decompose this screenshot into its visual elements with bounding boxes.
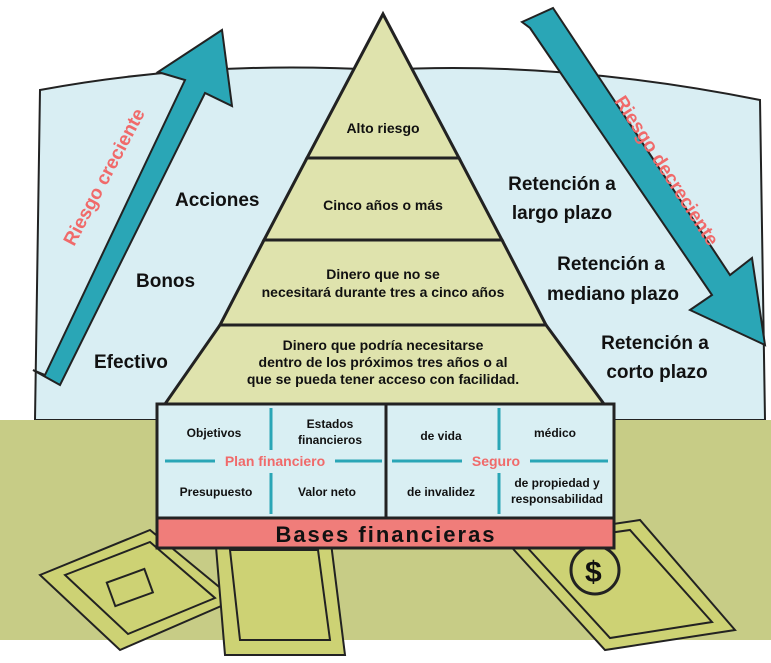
budget-cell: Presupuesto <box>180 485 253 499</box>
disability-insurance-cell: de invalidez <box>407 485 475 499</box>
tier3-label-line1: Dinero que no se <box>326 266 440 282</box>
increasing-risk-arrow <box>32 28 234 387</box>
life-insurance-cell: de vida <box>420 429 462 443</box>
long-term-label-line2: largo plazo <box>512 203 612 224</box>
medium-term-label-line2: mediano plazo <box>547 284 679 305</box>
pyramid-tier-3 <box>217 238 549 327</box>
tier4-label-line1: Dinero que podría necesitarse <box>283 337 484 353</box>
tier1-label: Alto riesgo <box>346 120 419 136</box>
stocks-label: Acciones <box>175 190 259 211</box>
decreasing-risk-arrow <box>520 6 767 347</box>
tier2-label: Cinco años o más <box>323 197 443 213</box>
statements-cell-line2: financieros <box>298 433 362 447</box>
goals-cell: Objetivos <box>187 426 242 440</box>
tier3-label-line2: necesitará durante tres a cinco años <box>262 284 505 300</box>
money-bill-right: $ <box>502 518 737 652</box>
net-worth-cell: Valor neto <box>298 485 356 499</box>
tier4-label-line2: dentro de los próximos tres años o al <box>259 354 508 370</box>
money-bill-middle <box>213 534 347 656</box>
long-term-label-line1: Retención a <box>508 174 616 195</box>
bonds-label: Bonos <box>136 271 195 292</box>
medical-insurance-cell: médico <box>534 426 576 440</box>
medium-term-label-line1: Retención a <box>557 254 665 275</box>
short-term-label-line2: corto plazo <box>606 362 707 383</box>
short-term-label-line1: Retención a <box>601 333 709 354</box>
tier4-label-line3: que se pueda tener acceso con facilidad. <box>247 371 519 387</box>
property-insurance-cell-line1: de propiedad y <box>514 476 600 490</box>
dollar-sign-icon: $ <box>585 556 602 589</box>
cash-label: Efectivo <box>94 352 168 373</box>
statements-cell-line1: Estados <box>307 417 354 431</box>
insurance-title: Seguro <box>472 453 520 469</box>
financial-base-label: Bases financieras <box>275 522 496 547</box>
plan-dividers <box>165 408 608 514</box>
property-insurance-cell-line2: responsabilidad <box>511 492 603 506</box>
base-bar <box>155 516 616 550</box>
plan-title: Plan financiero <box>225 453 325 469</box>
